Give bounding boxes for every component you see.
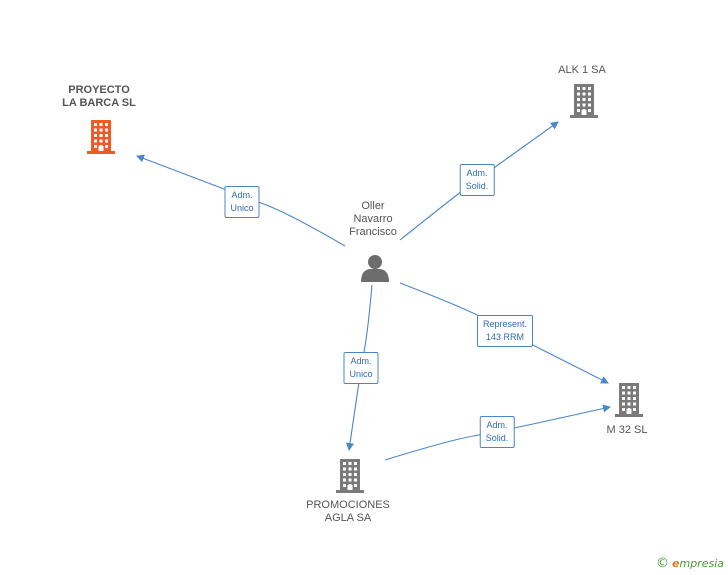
node-label-line: Francisco — [349, 226, 397, 238]
edge-label-e5[interactable]: Adm. Solid. — [479, 416, 515, 448]
node-label-line: PROYECTO — [68, 84, 130, 96]
brand-name: mpresia — [679, 557, 724, 570]
node-label-line: ALK 1 SA — [558, 64, 606, 76]
node-label-line: M 32 SL — [606, 424, 648, 436]
edge-oller-to-proyecto — [136, 154, 346, 247]
building-icon-alk[interactable] — [570, 84, 598, 118]
building-icon-m32[interactable] — [615, 383, 643, 417]
edge-label-line: Unico — [230, 203, 254, 213]
edge-label-line: Adm. — [350, 356, 372, 366]
edge-label-line: Adm. — [466, 168, 488, 178]
node-label-line: Oller — [361, 200, 385, 212]
brand-initial: e — [672, 557, 680, 570]
edge-label-line: Unico — [349, 369, 373, 379]
building-icon-proyecto[interactable] — [87, 120, 115, 154]
edge-label-line: Represent. — [482, 319, 528, 329]
edge-label-line: 143 RRM — [485, 332, 524, 342]
edge-label-line: Solid. — [485, 433, 509, 443]
copyright-symbol: © — [656, 556, 670, 571]
edge-label-e3[interactable]: Represent. 143 RRM — [476, 315, 534, 347]
edge-promociones-to-m32 — [384, 404, 611, 461]
edge-label-line: Solid. — [465, 181, 489, 191]
edge-label-line: Adm. — [231, 190, 253, 200]
node-label-line: PROMOCIONES — [306, 499, 390, 511]
building-icon-promociones[interactable] — [336, 459, 364, 493]
node-label-line: Navarro — [353, 213, 393, 225]
node-label-alk[interactable]: ALK 1 SA — [558, 64, 606, 77]
edge-label-e2[interactable]: Adm. Solid. — [459, 164, 495, 196]
empresia-brand: ©empresia — [656, 556, 724, 571]
edge-label-line: Adm. — [486, 420, 508, 430]
person-icon-oller[interactable] — [361, 255, 389, 282]
edge-oller-to-promociones — [346, 284, 373, 451]
node-label-line: LA BARCA SL — [62, 97, 136, 109]
edge-label-e1[interactable]: Adm. Unico — [224, 186, 260, 218]
node-label-line: AGLA SA — [324, 512, 372, 524]
edge-label-e4[interactable]: Adm. Unico — [343, 352, 379, 384]
node-label-m32[interactable]: M 32 SL — [607, 424, 648, 437]
